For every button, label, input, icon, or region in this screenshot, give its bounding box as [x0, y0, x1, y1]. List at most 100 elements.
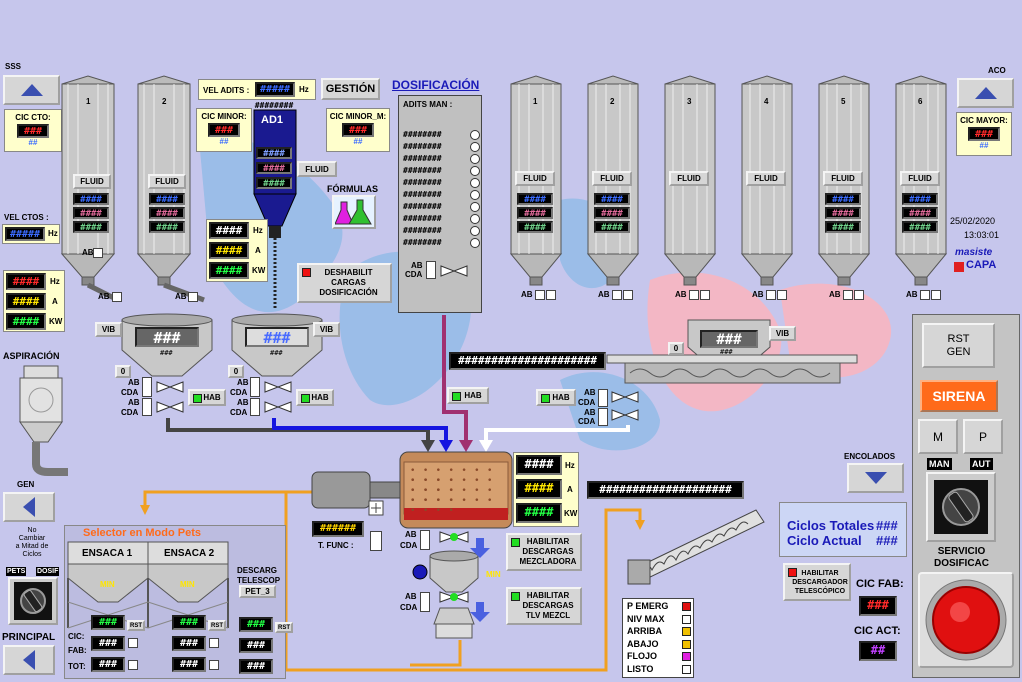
- ensaca-2-tot-check[interactable]: [209, 660, 219, 670]
- dosif-row-indicator[interactable]: [470, 238, 480, 248]
- silo-right-2-ab-check-2[interactable]: [623, 290, 633, 300]
- silo-right-1-v2: ####: [517, 207, 553, 219]
- ensaca-1-fab-value: ###: [91, 636, 125, 651]
- silo-right-5-v1: ####: [825, 193, 861, 205]
- vib-button-1[interactable]: VIB: [95, 322, 122, 337]
- silo-right-6-ab-check-2[interactable]: [931, 290, 941, 300]
- sirena-button[interactable]: SIRENA: [920, 380, 998, 412]
- screw-left-1-ab-check[interactable]: [112, 292, 122, 302]
- silo-left-1-v1: ####: [73, 193, 109, 205]
- zero-button-1[interactable]: 0: [115, 365, 131, 378]
- silo-right-6-fluid-button[interactable]: FLUID: [900, 171, 940, 186]
- pet3-button[interactable]: PET_3: [239, 585, 276, 598]
- silo-right-3: [663, 75, 717, 286]
- gen-left-button[interactable]: [3, 492, 55, 522]
- silo-left-2-fluid-button[interactable]: FLUID: [148, 174, 186, 189]
- silo-right-1-ab-check-2[interactable]: [546, 290, 556, 300]
- ad1-top-value: ########: [254, 101, 294, 110]
- habilitar-descargas-tlv-button[interactable]: HABILITAR DESCARGAS TLV MEZCL: [506, 587, 582, 625]
- rst-gen-button[interactable]: RST GEN: [922, 323, 995, 368]
- dosif-row-indicator[interactable]: [470, 226, 480, 236]
- hab-button-dosif[interactable]: HAB: [447, 387, 489, 404]
- mixer-drum-row: • • • • • • • • • • •: [410, 486, 494, 506]
- dosif-row-indicator[interactable]: [470, 202, 480, 212]
- dosif-ab-check[interactable]: [426, 261, 436, 279]
- pets-dosif-selector-switch[interactable]: [8, 577, 58, 625]
- silo-right-2-ab-check[interactable]: [612, 290, 622, 300]
- gestion-button[interactable]: GESTIÓN: [321, 78, 380, 100]
- legend-item-label: FLOJO: [627, 651, 658, 662]
- telescop-rst-button[interactable]: RST: [275, 622, 293, 633]
- hab-label: HAB: [311, 393, 329, 402]
- silo-right-3-fluid-button[interactable]: FLUID: [669, 171, 709, 186]
- ab-label: AB: [237, 398, 249, 407]
- dosif-row-indicator[interactable]: [470, 190, 480, 200]
- silo-right-6-ab-check[interactable]: [920, 290, 930, 300]
- conveyor-valve2-check[interactable]: [598, 408, 608, 426]
- aco-up-button[interactable]: [957, 78, 1014, 108]
- hopper2-valve1-check[interactable]: [250, 377, 260, 397]
- dosif-row-indicator[interactable]: [470, 214, 480, 224]
- hab-button-hopper1[interactable]: HAB: [188, 389, 226, 406]
- silo-right-5-ab-check[interactable]: [843, 290, 853, 300]
- silo-right-3-ab-check[interactable]: [689, 290, 699, 300]
- dosif-row-indicator[interactable]: [470, 166, 480, 176]
- hopper1-valve2-check[interactable]: [142, 398, 152, 416]
- selector-pets-title: Selector en Modo Pets: [83, 527, 201, 539]
- ensaca-1-fab-check[interactable]: [128, 638, 138, 648]
- mixer-discharge-check[interactable]: [420, 530, 430, 550]
- manual-m-button[interactable]: M: [918, 419, 958, 454]
- formulas-button[interactable]: [332, 195, 376, 229]
- silo-right-5-ab-check-2[interactable]: [854, 290, 864, 300]
- ensaca-2-fab-check[interactable]: [209, 638, 219, 648]
- dosif-row-indicator[interactable]: [470, 130, 480, 140]
- screw-left-2-ab-check[interactable]: [188, 292, 198, 302]
- silo-right-3-ab-check-2[interactable]: [700, 290, 710, 300]
- emergency-stop-button[interactable]: [918, 572, 1014, 668]
- dosif-row-indicator[interactable]: [470, 142, 480, 152]
- mixer: [311, 451, 513, 529]
- ad1-fluid-button[interactable]: FLUID: [297, 161, 337, 177]
- legend-item-label: P EMERG: [627, 601, 669, 611]
- habilitar-descargas-mezcladora-button[interactable]: HABILITAR DESCARGAS MEZCLADORA: [506, 533, 582, 571]
- silo-right-2-fluid-button[interactable]: FLUID: [592, 171, 632, 186]
- t-func-check[interactable]: [370, 531, 382, 551]
- manual-p-button[interactable]: P: [963, 419, 1003, 454]
- silo-left-1-fluid-button[interactable]: FLUID: [73, 174, 111, 189]
- ab-label: AB: [598, 290, 610, 299]
- hab-button-hopper2[interactable]: HAB: [296, 389, 334, 406]
- deshabilit-cargas-button[interactable]: DESHABILIT CARGAS DOSIFICACIÓN: [297, 263, 392, 303]
- vib-button-3[interactable]: VIB: [769, 326, 796, 341]
- silo-right-1-fluid-button[interactable]: FLUID: [515, 171, 555, 186]
- hab-button-conveyor[interactable]: HAB: [536, 389, 576, 406]
- hopper1-valve1-check[interactable]: [142, 377, 152, 397]
- cic-mayor-sub: ##: [979, 141, 989, 150]
- ensaca-1-tot-check[interactable]: [128, 660, 138, 670]
- encolados-down-button[interactable]: [847, 463, 904, 493]
- hopper2-valve2-check[interactable]: [250, 398, 260, 416]
- dosif-row-indicator[interactable]: [470, 154, 480, 164]
- principal-left-button[interactable]: [3, 645, 55, 675]
- sss-up-button[interactable]: [3, 75, 60, 105]
- ensaca-2-rst-button[interactable]: RST: [208, 620, 226, 631]
- silo-right-4-fluid-button[interactable]: FLUID: [746, 171, 786, 186]
- silo-left-1-v2: ####: [73, 207, 109, 219]
- vib-button-2[interactable]: VIB: [313, 322, 340, 337]
- silo-right-4-ab-check-2[interactable]: [777, 290, 787, 300]
- zero-button-3[interactable]: 0: [668, 342, 684, 355]
- conveyor-valve1-check[interactable]: [598, 389, 608, 407]
- servicio-selector-switch[interactable]: [926, 472, 996, 542]
- silo-right-1-ab-check[interactable]: [535, 290, 545, 300]
- silo-right-4-ab-check[interactable]: [766, 290, 776, 300]
- dosif-row-indicator[interactable]: [470, 178, 480, 188]
- silo-right-5-fluid-button[interactable]: FLUID: [823, 171, 863, 186]
- silo-left-1-ab-check[interactable]: [93, 248, 103, 258]
- ensaca-1-rst-button[interactable]: RST: [127, 620, 145, 631]
- habilitar-descargador-telescopico-button[interactable]: HABILITAR DESCARGADOR TELESCÓPICO: [783, 563, 851, 601]
- arrow-down-icon: [864, 472, 887, 484]
- zero-button-2[interactable]: 0: [228, 365, 244, 378]
- left-a-unit: A: [52, 297, 58, 306]
- tlv-discharge-check[interactable]: [420, 592, 430, 612]
